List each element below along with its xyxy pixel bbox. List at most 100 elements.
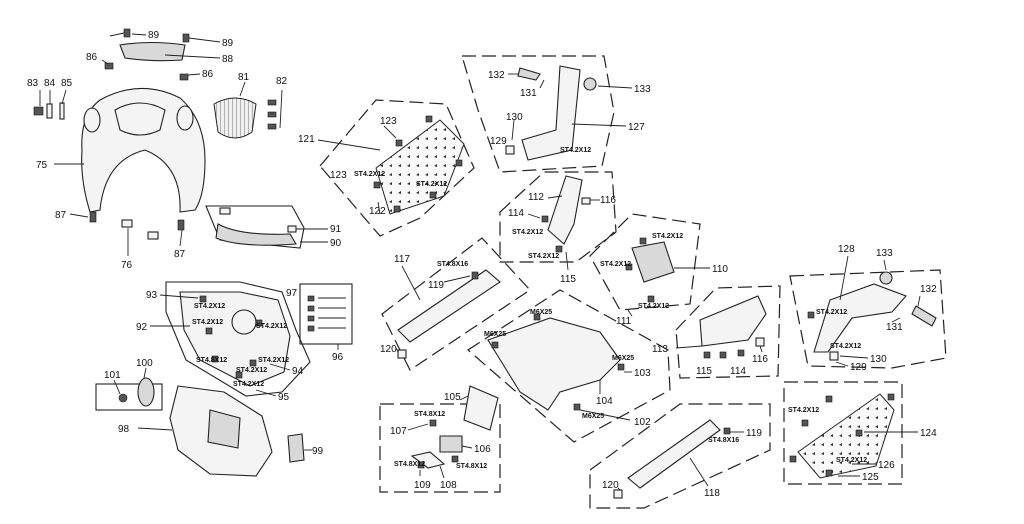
callout-124: 124	[920, 428, 937, 439]
box-96-97	[299, 283, 353, 345]
svg-text:M6X25: M6X25	[484, 331, 506, 338]
box-100-101	[95, 383, 163, 411]
svg-text:ST4.2X12: ST4.2X12	[194, 303, 225, 310]
callout-99: 99	[312, 446, 324, 457]
svg-text:M6X25: M6X25	[530, 309, 552, 316]
svg-text:ST4.2X12: ST4.2X12	[416, 181, 447, 188]
callout-116b: 116	[752, 354, 768, 365]
front-lower-cover-group: 98 99 100 101	[95, 358, 324, 477]
svg-text:ST4.8X12: ST4.8X12	[414, 411, 445, 418]
callout-89b: 89	[222, 38, 234, 49]
callout-119b: 119	[746, 428, 762, 439]
callout-123b: 123	[330, 170, 347, 181]
panel-118	[627, 419, 721, 489]
screw-89-right	[182, 33, 190, 43]
box-121	[319, 99, 475, 237]
callout-133a: 133	[634, 84, 651, 95]
bracket-128-group: ST4.2X12 ST4.2X12 128 133 132 131 130 12…	[789, 244, 947, 373]
callout-104: 104	[596, 396, 613, 407]
callout-111: 111	[616, 316, 632, 327]
cowl-left-lens	[83, 107, 101, 133]
callout-112: 112	[528, 192, 544, 203]
callout-81: 81	[238, 72, 250, 83]
bushing-85	[59, 102, 65, 120]
callout-114a: 114	[508, 208, 524, 219]
leg-shield-inner-92	[179, 291, 291, 387]
box-124	[783, 381, 903, 485]
cover-98-window	[207, 409, 241, 449]
cover-113-group: 113 116 115 114	[652, 285, 781, 379]
svg-text:ST4.2X12: ST4.2X12	[830, 343, 861, 350]
windshield-81	[213, 97, 257, 139]
callout-82: 82	[276, 76, 288, 87]
side-panel-118-group: ST4.8X16 119 118 120	[589, 403, 771, 509]
callout-109: 109	[414, 480, 431, 491]
front-cowl-75	[81, 87, 206, 213]
mesh-panel-124	[797, 393, 895, 479]
callout-129b: 129	[850, 362, 867, 373]
callout-128: 128	[838, 244, 855, 255]
callout-87b: 87	[174, 249, 186, 260]
svg-text:ST4.2X12: ST4.2X12	[528, 253, 559, 260]
callout-96: 96	[332, 352, 344, 363]
callout-133b: 133	[876, 248, 893, 259]
callout-76: 76	[121, 260, 133, 271]
svg-text:ST4.2X12: ST4.2X12	[816, 309, 847, 316]
bracket-127	[521, 65, 581, 161]
callout-102: 102	[634, 417, 651, 428]
svg-text:ST4.2X12: ST4.2X12	[560, 147, 591, 154]
callout-115b: 115	[696, 366, 712, 377]
bolt-83	[33, 106, 44, 116]
callout-100: 100	[136, 358, 153, 369]
screw-82a	[267, 99, 277, 106]
callout-130b: 130	[870, 354, 887, 365]
callout-86b: 86	[202, 69, 214, 80]
svg-text:ST4.2X12: ST4.2X12	[258, 357, 289, 364]
svg-text:ST4.2X12: ST4.2X12	[512, 229, 543, 236]
mesh-panel-121	[375, 119, 465, 215]
svg-text:ST4.2X12: ST4.2X12	[256, 323, 287, 330]
bolt-132a	[517, 67, 541, 81]
washer-84	[46, 103, 53, 119]
callout-117: 117	[394, 254, 410, 265]
svg-text:ST4.8X12: ST4.8X12	[456, 463, 487, 470]
tray-110-group: ST4.2X12 ST4.2X12 ST4.2X12 110 111	[589, 213, 728, 327]
leg-shield-group: ST4.2X12 ST4.2X12 ST4.2X12 ST4.8X12 ST4.…	[136, 281, 353, 403]
svg-text:M6X25: M6X25	[582, 413, 604, 420]
svg-text:ST4.2X12: ST4.2X12	[638, 303, 669, 310]
svg-text:ST4.8X16: ST4.8X16	[708, 437, 739, 444]
callout-106: 106	[474, 444, 491, 455]
box-112	[499, 171, 617, 263]
tray-110	[631, 241, 675, 283]
screw-89-left	[123, 28, 131, 38]
mesh-panel-121-group: ST4.2X12 ST4.2X12 121 123 123 122	[298, 99, 475, 237]
callout-132b: 132	[920, 284, 937, 295]
box-105-109	[379, 403, 501, 493]
callout-131b: 131	[886, 322, 903, 333]
callout-122: 122	[369, 206, 386, 217]
callout-121: 121	[298, 134, 315, 145]
clip-120b	[613, 489, 623, 499]
callout-84: 84	[44, 78, 56, 89]
callout-115a: 115	[560, 274, 576, 285]
callout-127: 127	[628, 122, 645, 133]
callout-132a: 132	[488, 70, 505, 81]
box-102	[467, 289, 671, 443]
screw-82b	[267, 111, 277, 118]
callout-97: 97	[286, 288, 298, 299]
inner-cover-90	[215, 223, 297, 246]
svg-text:ST4.8X16: ST4.8X16	[437, 261, 468, 268]
bracket-106	[439, 435, 463, 453]
callout-92: 92	[136, 322, 148, 333]
handle-cover-88	[119, 41, 186, 62]
box-92-96	[165, 281, 311, 397]
clip-left-90	[219, 207, 231, 215]
clip-116b	[755, 337, 765, 347]
callout-90: 90	[330, 238, 342, 249]
callout-120b: 120	[602, 480, 619, 491]
screw-82c	[267, 123, 277, 130]
box-127	[461, 55, 615, 173]
screw-87-left	[89, 211, 97, 223]
cap-133a	[583, 77, 597, 91]
svg-text:ST4.2X12: ST4.2X12	[192, 319, 223, 326]
